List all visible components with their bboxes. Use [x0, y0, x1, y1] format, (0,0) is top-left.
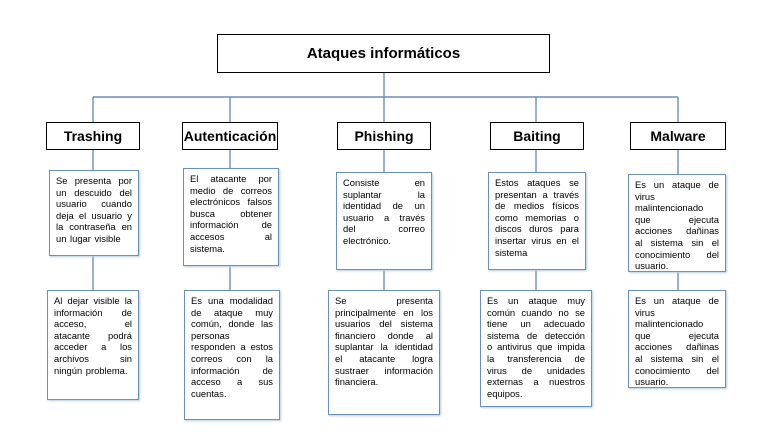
autenticacion-detail-box: Es una modalidad de ataque muy común, do…: [184, 290, 280, 420]
trashing-description-box: Se presenta por un descuido del usuario …: [49, 170, 139, 256]
category-phishing: Phishing: [337, 122, 431, 150]
malware-description-box: Es un ataque de virus malintencionado qu…: [628, 174, 726, 272]
baiting-description-box: Estos ataques se presentan a través de m…: [488, 172, 586, 270]
baiting-detail-box: Es un ataque muy común cuando no se tien…: [480, 290, 592, 407]
trashing-detail-box: Al dejar visible la información de acces…: [47, 290, 139, 400]
category-malware: Malware: [630, 122, 726, 150]
category-trashing: Trashing: [46, 122, 140, 150]
category-baiting: Baiting: [490, 122, 584, 150]
diagram-title: Ataques informáticos: [217, 34, 550, 73]
malware-detail-box: Es un ataque de virus malintencionado qu…: [628, 290, 726, 388]
phishing-description-box: Consiste en suplantar la identidad de un…: [336, 172, 432, 270]
autenticacion-description-box: El atacante por medio de correos electró…: [183, 168, 279, 266]
phishing-detail-box: Se presenta principalmente en los usuari…: [328, 290, 440, 415]
category-autenticacion: Autenticación: [182, 122, 278, 150]
